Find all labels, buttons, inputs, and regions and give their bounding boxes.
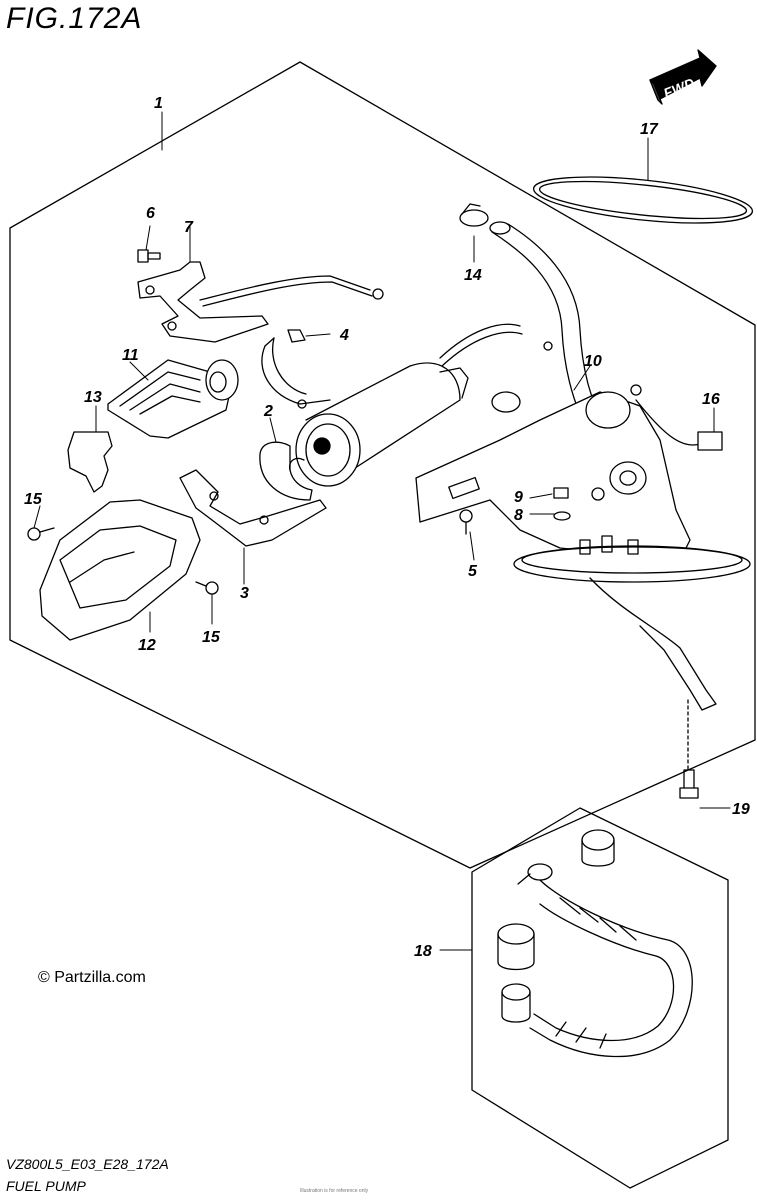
callout-16: 16 (702, 391, 720, 408)
hose-clamp-part-14 (459, 203, 489, 227)
callout-6: 6 (146, 205, 155, 222)
callout-7: 7 (184, 219, 194, 236)
rubber-cushion-part-2 (259, 441, 313, 501)
callout-10: 10 (584, 353, 602, 370)
fuel-filter-part-11 (107, 359, 239, 439)
callout-17: 17 (640, 121, 659, 138)
figure-name: FUEL PUMP (6, 1178, 86, 1194)
hose-assembly-part-18 (497, 829, 693, 1058)
callout-19: 19 (732, 801, 750, 818)
screw-part-15-lower (195, 581, 219, 595)
callout-8: 8 (514, 507, 523, 524)
forward-arrow-icon (649, 49, 717, 105)
screw-part-5 (459, 509, 473, 535)
assembly-18-outline (471, 807, 729, 1189)
fine-print: Illustration is for reference only (300, 1188, 369, 1194)
bolt-part-6 (137, 249, 161, 263)
figure-code: VZ800L5_E03_E28_172A (6, 1156, 169, 1172)
callout-12: 12 (138, 637, 156, 654)
callout-11: 11 (122, 347, 139, 364)
callout-4: 4 (339, 327, 349, 344)
copyright-notice: © Partzilla.com (38, 969, 146, 986)
bolt-part-19 (679, 699, 699, 799)
leader-lines (33, 111, 731, 951)
callout-5: 5 (468, 563, 478, 580)
callout-14: 14 (464, 267, 482, 284)
screw-part-15-upper (27, 527, 55, 541)
fuel-pump-motor (295, 323, 553, 487)
callout-15-upper: 15 (24, 491, 43, 508)
callout-15-lower: 15 (202, 629, 221, 646)
bracket-part-3 (179, 469, 327, 547)
cover-part-12 (39, 499, 201, 641)
figure-title: FIG.172A (6, 2, 143, 35)
callout-9: 9 (514, 489, 523, 506)
callout-1: 1 (154, 95, 163, 112)
connector-part-16 (630, 384, 723, 451)
nut-part-9 (553, 487, 569, 499)
o-ring-gasket (532, 176, 754, 224)
callout-18: 18 (414, 943, 432, 960)
callout-3: 3 (240, 585, 249, 602)
housing-part-10 (415, 391, 691, 561)
callout-2: 2 (263, 403, 273, 420)
assembly-1-outline (9, 61, 756, 869)
bracket-part-7 (137, 261, 384, 343)
pump-flange-plate (513, 535, 751, 711)
callout-13: 13 (84, 389, 102, 406)
washer-part-8 (553, 511, 571, 521)
clamp-band-part-4 (261, 329, 331, 409)
plate-part-13 (67, 431, 113, 493)
